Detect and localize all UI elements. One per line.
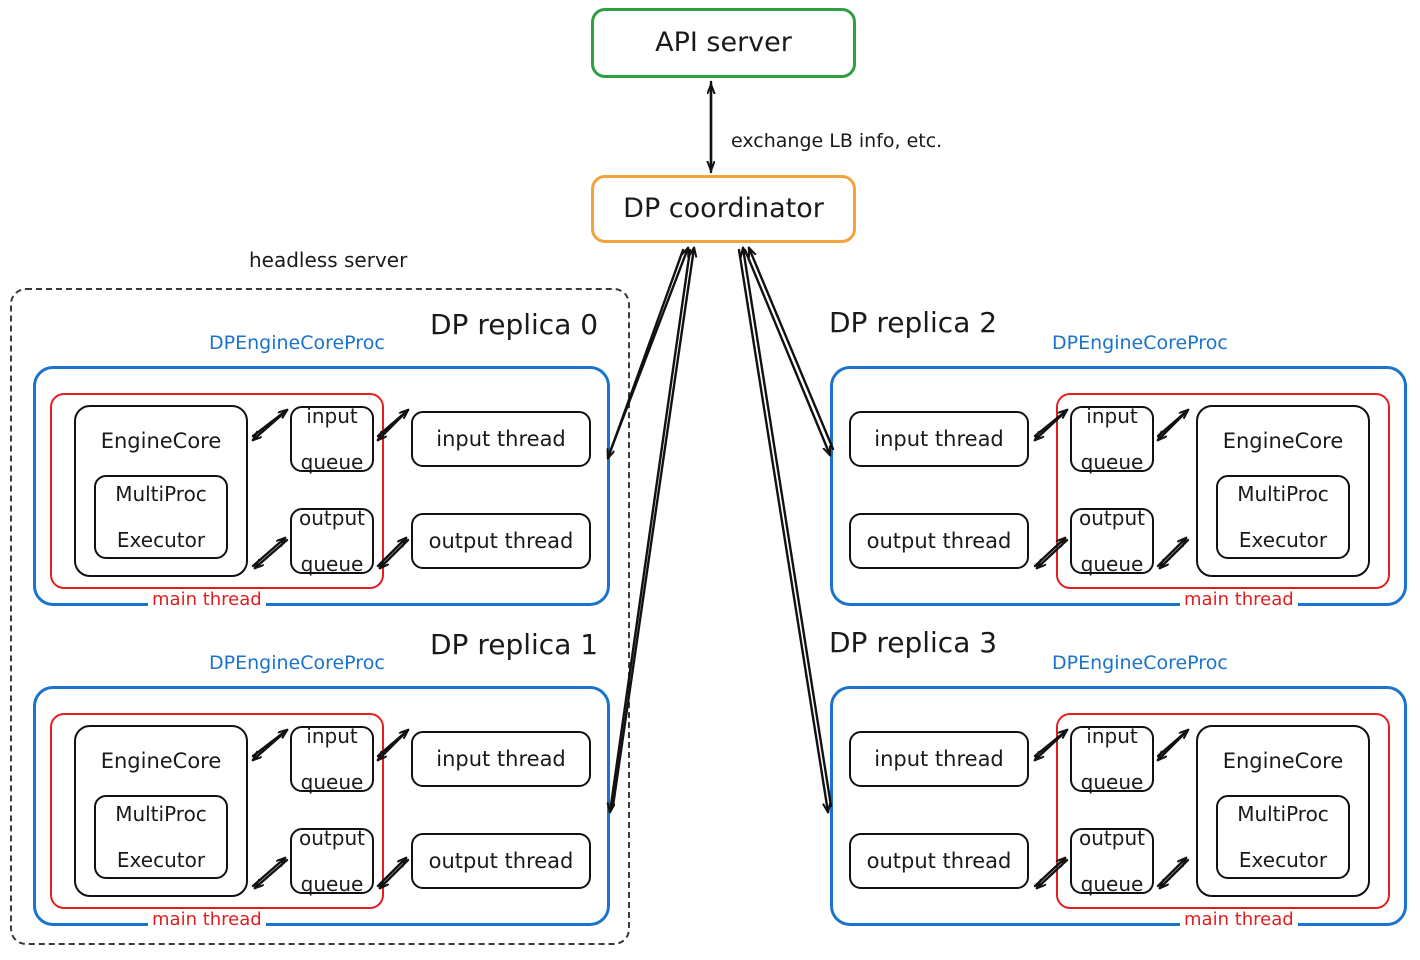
replica-0-output-thread-label: output thread xyxy=(428,528,574,553)
replica-1-output-thread[interactable]: output thread xyxy=(411,833,591,889)
replica-0-input-thread-label: input thread xyxy=(436,426,566,451)
replica-2-input-queue[interactable]: input queue xyxy=(1070,403,1154,474)
replica-0-inq-line1: input xyxy=(306,403,358,428)
replica-0-output-queue[interactable]: output queue xyxy=(290,505,374,576)
replica-3-inq-line2: queue xyxy=(1080,769,1144,794)
replica-3-output-queue[interactable]: output queue xyxy=(1070,825,1154,896)
replica-2-input-thread[interactable]: input thread xyxy=(849,411,1029,467)
replica-1-engine-core[interactable]: EngineCore xyxy=(74,725,248,897)
replica-3-input-thread[interactable]: input thread xyxy=(849,731,1029,787)
node-dp-coordinator[interactable]: DP coordinator xyxy=(591,175,856,243)
replica-2-inq-line1: input xyxy=(1086,403,1138,428)
replica-3-engine-core-label: EngineCore xyxy=(1222,749,1344,773)
replica-0-proc-label: DPEngineCoreProc xyxy=(209,332,385,354)
replica-0-main-thread-label: main thread xyxy=(148,589,266,610)
replica-0-input-thread[interactable]: input thread xyxy=(411,411,591,467)
replica-3-engine-core[interactable]: EngineCore xyxy=(1196,725,1370,897)
replica-3-inq-line1: input xyxy=(1086,723,1138,748)
replica-1-main-thread-label: main thread xyxy=(148,909,266,930)
replica-1-input-thread-label: input thread xyxy=(436,746,566,771)
replica-2-outq-line2: queue xyxy=(1080,551,1144,576)
replica-1-mpe-line1: MultiProc xyxy=(115,801,207,826)
replica-3-main-thread-label: main thread xyxy=(1180,909,1298,930)
replica-3-output-thread-label: output thread xyxy=(866,848,1012,873)
replica-2-input-thread-label: input thread xyxy=(874,426,1004,451)
replica-2-output-queue[interactable]: output queue xyxy=(1070,505,1154,576)
replica-2-engine-core[interactable]: EngineCore xyxy=(1196,405,1370,577)
replica-0-outq-line2: queue xyxy=(300,551,364,576)
replica-2-engine-core-label: EngineCore xyxy=(1222,429,1344,453)
replica-3-outq-line2: queue xyxy=(1080,871,1144,896)
replica-1-input-thread[interactable]: input thread xyxy=(411,731,591,787)
replica-3-outq-line1: output xyxy=(1079,825,1145,850)
replica-1-mpe-line2: Executor xyxy=(116,847,206,872)
replica-1-input-queue[interactable]: input queue xyxy=(290,723,374,794)
node-api-server[interactable]: API server xyxy=(591,8,856,78)
replica-2-main-thread-label: main thread xyxy=(1180,589,1298,610)
replica-2-outq-line1: output xyxy=(1079,505,1145,530)
replica-1-title: DP replica 1 xyxy=(430,628,599,661)
replica-2-output-thread[interactable]: output thread xyxy=(849,513,1029,569)
replica-0-mpe-line2: Executor xyxy=(116,527,206,552)
headless-server-label: headless server xyxy=(249,248,408,272)
replica-0-mpe-line1: MultiProc xyxy=(115,481,207,506)
api-server-label: API server xyxy=(655,27,792,59)
replica-1-outq-line2: queue xyxy=(300,871,364,896)
replica-1-outq-line1: output xyxy=(299,825,365,850)
replica-0-engine-core-label: EngineCore xyxy=(100,429,222,453)
replica-3-output-thread[interactable]: output thread xyxy=(849,833,1029,889)
replica-3-input-queue[interactable]: input queue xyxy=(1070,723,1154,794)
replica-0-engine-core[interactable]: EngineCore xyxy=(74,405,248,577)
replica-0-output-thread[interactable]: output thread xyxy=(411,513,591,569)
replica-1-output-queue[interactable]: output queue xyxy=(290,825,374,896)
replica-0-proc-boundary xyxy=(33,366,610,606)
replica-0-outq-line1: output xyxy=(299,505,365,530)
replica-3-mpe-line2: Executor xyxy=(1238,847,1328,872)
replica-3-main-thread-boundary xyxy=(1056,713,1390,909)
edge-label-exchange-lb-info: exchange LB info, etc. xyxy=(731,130,943,152)
replica-3-mpe-line1: MultiProc xyxy=(1237,801,1329,826)
dp-coordinator-label: DP coordinator xyxy=(623,193,824,225)
replica-2-mpe-line2: Executor xyxy=(1238,527,1328,552)
replica-0-input-queue[interactable]: input queue xyxy=(290,403,374,474)
replica-2-proc-label: DPEngineCoreProc xyxy=(1052,332,1228,354)
replica-2-output-thread-label: output thread xyxy=(866,528,1012,553)
replica-3-proc-label: DPEngineCoreProc xyxy=(1052,652,1228,674)
replica-0-title: DP replica 0 xyxy=(430,308,599,341)
replica-1-main-thread-boundary xyxy=(50,713,384,909)
replica-1-output-thread-label: output thread xyxy=(428,848,574,873)
replica-2-inq-line2: queue xyxy=(1080,449,1144,474)
replica-0-inq-line2: queue xyxy=(300,449,364,474)
replica-1-engine-core-label: EngineCore xyxy=(100,749,222,773)
replica-1-inq-line2: queue xyxy=(300,769,364,794)
replica-2-title: DP replica 2 xyxy=(829,306,998,339)
replica-3-title: DP replica 3 xyxy=(829,626,998,659)
replica-1-proc-label: DPEngineCoreProc xyxy=(209,652,385,674)
replica-2-mpe-line1: MultiProc xyxy=(1237,481,1329,506)
replica-2-main-thread-boundary xyxy=(1056,393,1390,589)
replica-0-main-thread-boundary xyxy=(50,393,384,589)
replica-3-input-thread-label: input thread xyxy=(874,746,1004,771)
replica-1-inq-line1: input xyxy=(306,723,358,748)
